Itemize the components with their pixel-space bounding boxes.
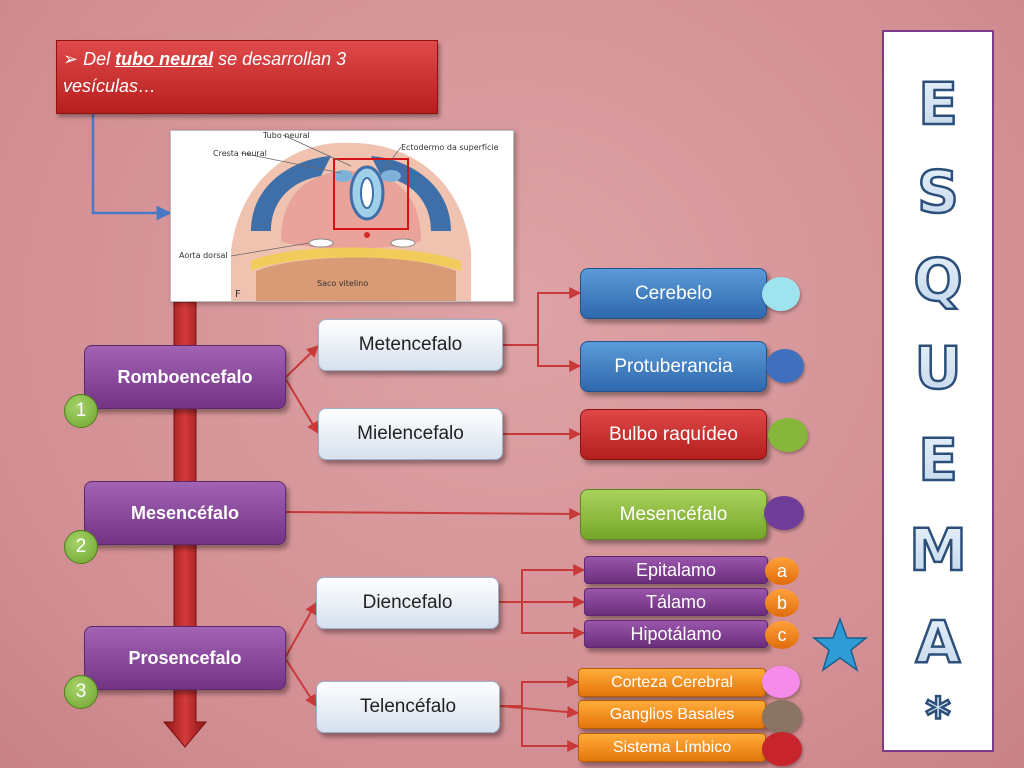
title-rest: se desarrollan 3 vesículas…: [63, 49, 347, 96]
node-diencefalo: Diencefalo: [316, 577, 499, 629]
color-dot-mesencefalo: [764, 496, 804, 530]
bullet-arrow-icon: ➢: [63, 49, 84, 69]
node-sistema-limbico: Sistema Límbico: [578, 733, 766, 762]
node-romboencefalo: Romboencefalo: [84, 345, 286, 409]
embryo-illustration: Tubo neural Cresta neural Ectodermo da s…: [170, 130, 514, 302]
esquema-letter: Q: [913, 246, 962, 314]
node-corteza-cerebral: Corteza Cerebral: [578, 668, 766, 697]
esquema-letter: E: [918, 426, 958, 494]
esquema-letter: U: [914, 334, 961, 402]
node-prosencefalo: Prosencefalo: [84, 626, 286, 690]
label-figure-f: F: [235, 289, 241, 300]
node-ganglios-basales: Ganglios Basales: [578, 700, 766, 729]
number-badge-2: 2: [64, 530, 98, 564]
number-badge-3: 3: [64, 675, 98, 709]
esquema-letter: A: [916, 608, 961, 676]
node-cerebelo: Cerebelo: [580, 268, 767, 319]
intro-text-box: ➢ Del tubo neural se desarrollan 3 vesíc…: [56, 40, 438, 114]
color-dot-bulbo: [768, 418, 808, 452]
node-protuberancia: Protuberancia: [580, 341, 767, 392]
color-dot-corteza: [762, 666, 800, 698]
color-dot-ganglios: [762, 700, 802, 734]
star-icon: [812, 617, 868, 672]
esquema-letter: *: [925, 688, 950, 744]
color-dot-protuberancia: [766, 349, 804, 383]
node-talamo: Tálamo: [584, 588, 768, 616]
node-prosencefalo-label: Prosencefalo: [128, 647, 242, 668]
esquema-letter: E: [918, 70, 958, 138]
number-badge-1: 1: [64, 394, 98, 428]
label-aorta-dorsal: Aorta dorsal: [179, 251, 228, 260]
letter-badge-b: b: [765, 589, 799, 617]
node-epitalamo: Epitalamo: [584, 556, 768, 584]
color-dot-limbico: [762, 732, 802, 766]
node-romboencefalo-label: Romboencefalo: [117, 366, 253, 387]
node-telencefalo: Telencéfalo: [316, 681, 500, 733]
letter-badge-a: a: [765, 557, 799, 585]
node-mesencefalo: Mesencéfalo: [84, 481, 286, 545]
label-ectodermo: Ectodermo da superfície: [401, 143, 499, 152]
node-mesencefalo-label: Mesencéfalo: [130, 502, 240, 523]
title-prefix: Del: [83, 49, 116, 69]
color-dot-cerebelo: [762, 277, 800, 311]
node-mielencefalo: Mielencefalo: [318, 408, 503, 460]
title-emphasis: tubo neural: [115, 49, 214, 69]
node-hipotalamo: Hipotálamo: [584, 620, 768, 648]
embryo-drawing: [171, 131, 513, 301]
node-bulbo-raquideo: Bulbo raquídeo: [580, 409, 767, 460]
letter-badge-c: c: [765, 621, 799, 649]
label-cresta-neural: Cresta neural: [213, 149, 267, 158]
label-tubo-neural: Tubo neural: [263, 131, 310, 140]
esquema-letter: S: [917, 158, 959, 226]
node-metencefalo: Metencefalo: [318, 319, 503, 371]
label-saco-vitelino: Saco vitelino: [317, 279, 369, 288]
node-mesencefalo-leaf: Mesencéfalo: [580, 489, 767, 540]
esquema-letter: M: [909, 516, 967, 584]
